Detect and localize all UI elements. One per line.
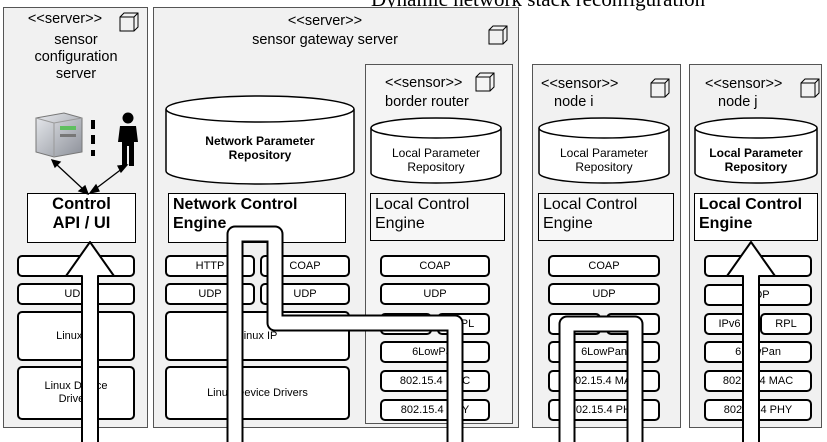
network-repo-label: Network Parameter Repository [205, 134, 315, 162]
node-i-stereotype: <<sensor>> [541, 76, 619, 92]
server-computer-icon [35, 112, 83, 158]
node-i-stack-udp: UDP [548, 283, 660, 305]
local-parameter-repository [538, 117, 670, 184]
network-parameter-repository [165, 95, 355, 185]
config-upward-arrow [65, 241, 115, 442]
config-stack-linux-ip: Linux IP [17, 311, 135, 361]
control-api-ui: Control API / UI [27, 193, 136, 243]
local-parameter-repository [694, 117, 818, 184]
person-icon [118, 112, 138, 166]
node-i-local-control-engine: Local Control Engine [538, 193, 674, 241]
config-server-stereotype: <<server>> [27, 11, 103, 27]
cube-icon [488, 25, 508, 45]
node-j-upward-arrow [726, 241, 776, 442]
br-local-control-engine: Local Control Engine [370, 193, 505, 241]
node-j-stereotype: <<sensor>> [705, 76, 783, 92]
node-j-name: node j [718, 94, 758, 110]
node-i-repo-label: Local Parameter Repository [559, 146, 649, 174]
gw-stack-linux-ip: Linux IP [165, 311, 350, 361]
cube-icon [800, 78, 820, 98]
node-i-name: node i [554, 94, 594, 110]
node-i-flow-pipe [558, 315, 644, 442]
gateway-flow-pipe [226, 225, 464, 442]
br-repo-label: Local Parameter Repository [391, 146, 481, 174]
cube-icon [650, 78, 670, 98]
node-i-stack-coap: COAP [548, 255, 660, 277]
node-j-stack-rpl: RPL [760, 313, 812, 335]
gw-stack-drivers: Linux Device Drivers [165, 366, 350, 420]
cube-icon [119, 12, 139, 32]
separator [91, 120, 95, 156]
br-stack-coap: COAP [380, 255, 490, 277]
local-parameter-repository [370, 117, 502, 184]
br-stack-udp: UDP [380, 283, 490, 305]
connection-arrows [50, 159, 129, 196]
cube-icon [475, 72, 495, 92]
border-router-name: border router [385, 94, 469, 110]
config-server-name: sensor configuration server [34, 32, 118, 82]
gateway-stereotype: <<server>> [287, 13, 363, 29]
node-j-repo-label: Local Parameter Repository [709, 146, 803, 174]
config-stack-drivers: Linux Device Drivers [17, 366, 135, 420]
node-j-local-control-engine: Local Control Engine [694, 193, 818, 241]
gateway-name: sensor gateway server [252, 32, 398, 48]
border-router-stereotype: <<sensor>> [385, 75, 463, 91]
page-title: Dynamic network stack reconfiguration [371, 0, 705, 12]
